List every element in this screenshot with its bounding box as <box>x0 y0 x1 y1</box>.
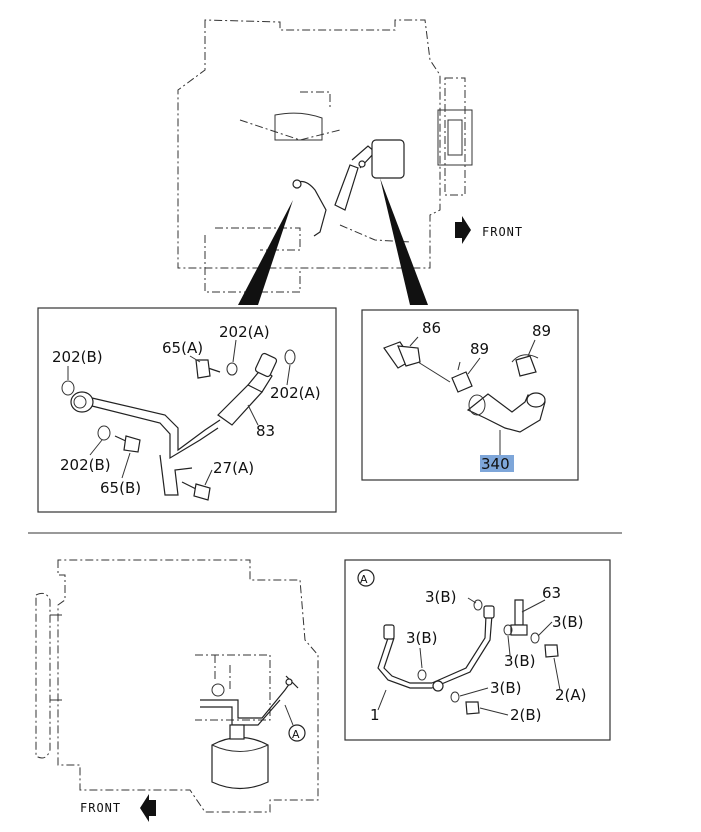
detail-box-right <box>361 309 579 481</box>
label-3b-3: 3(B) <box>406 629 438 647</box>
detail-right-parts <box>383 341 546 433</box>
label-3b-2: 3(B) <box>552 613 584 631</box>
label-65b: 65(B) <box>100 479 141 497</box>
label-3b-5: 3(B) <box>490 679 522 697</box>
detail-box-a <box>344 559 611 741</box>
detail-a-labels: 3(B) 63 3(B) 3(B) 3(B) 2(A) 3(B) 1 2(B) <box>370 584 587 724</box>
front-indicator-top: FRONT <box>455 216 523 244</box>
front-label-top: FRONT <box>482 225 523 239</box>
label-202a-1: 202(A) <box>219 323 270 341</box>
label-27a: 27(A) <box>213 459 254 477</box>
label-202b-2: 202(B) <box>60 456 111 474</box>
label-63: 63 <box>542 584 561 602</box>
front-indicator-bottom: FRONT <box>80 794 156 822</box>
detail-a-marker: A <box>360 573 368 586</box>
label-83: 83 <box>256 422 275 440</box>
label-202b-1: 202(B) <box>52 348 103 366</box>
detail-right-labels: 86 89 89 340 <box>409 319 551 473</box>
detail-a-parts: A <box>357 569 559 715</box>
detail-box-left <box>37 307 337 513</box>
callout-a: A <box>292 728 300 741</box>
label-89-1: 89 <box>470 340 489 358</box>
label-2a: 2(A) <box>555 686 587 704</box>
detail-left-labels: 202(B) 65(A) 202(A) 202(A) 83 202(B) 65(… <box>52 323 321 497</box>
label-3b-1: 3(B) <box>425 588 457 606</box>
label-340[interactable]: 340 <box>481 455 510 473</box>
label-202a-2: 202(A) <box>270 384 321 402</box>
label-1: 1 <box>370 706 380 724</box>
label-65a: 65(A) <box>162 339 203 357</box>
label-3b-4: 3(B) <box>504 652 536 670</box>
detail-left-parts <box>61 349 296 501</box>
top-engine-outline <box>177 19 473 293</box>
label-2b: 2(B) <box>510 706 542 724</box>
bottom-engine-outline: A <box>35 559 319 813</box>
label-86: 86 <box>422 319 441 337</box>
label-89-2: 89 <box>532 322 551 340</box>
front-label-bottom: FRONT <box>80 801 121 815</box>
callout-wedges <box>238 178 428 305</box>
highlight-340 <box>480 455 514 472</box>
